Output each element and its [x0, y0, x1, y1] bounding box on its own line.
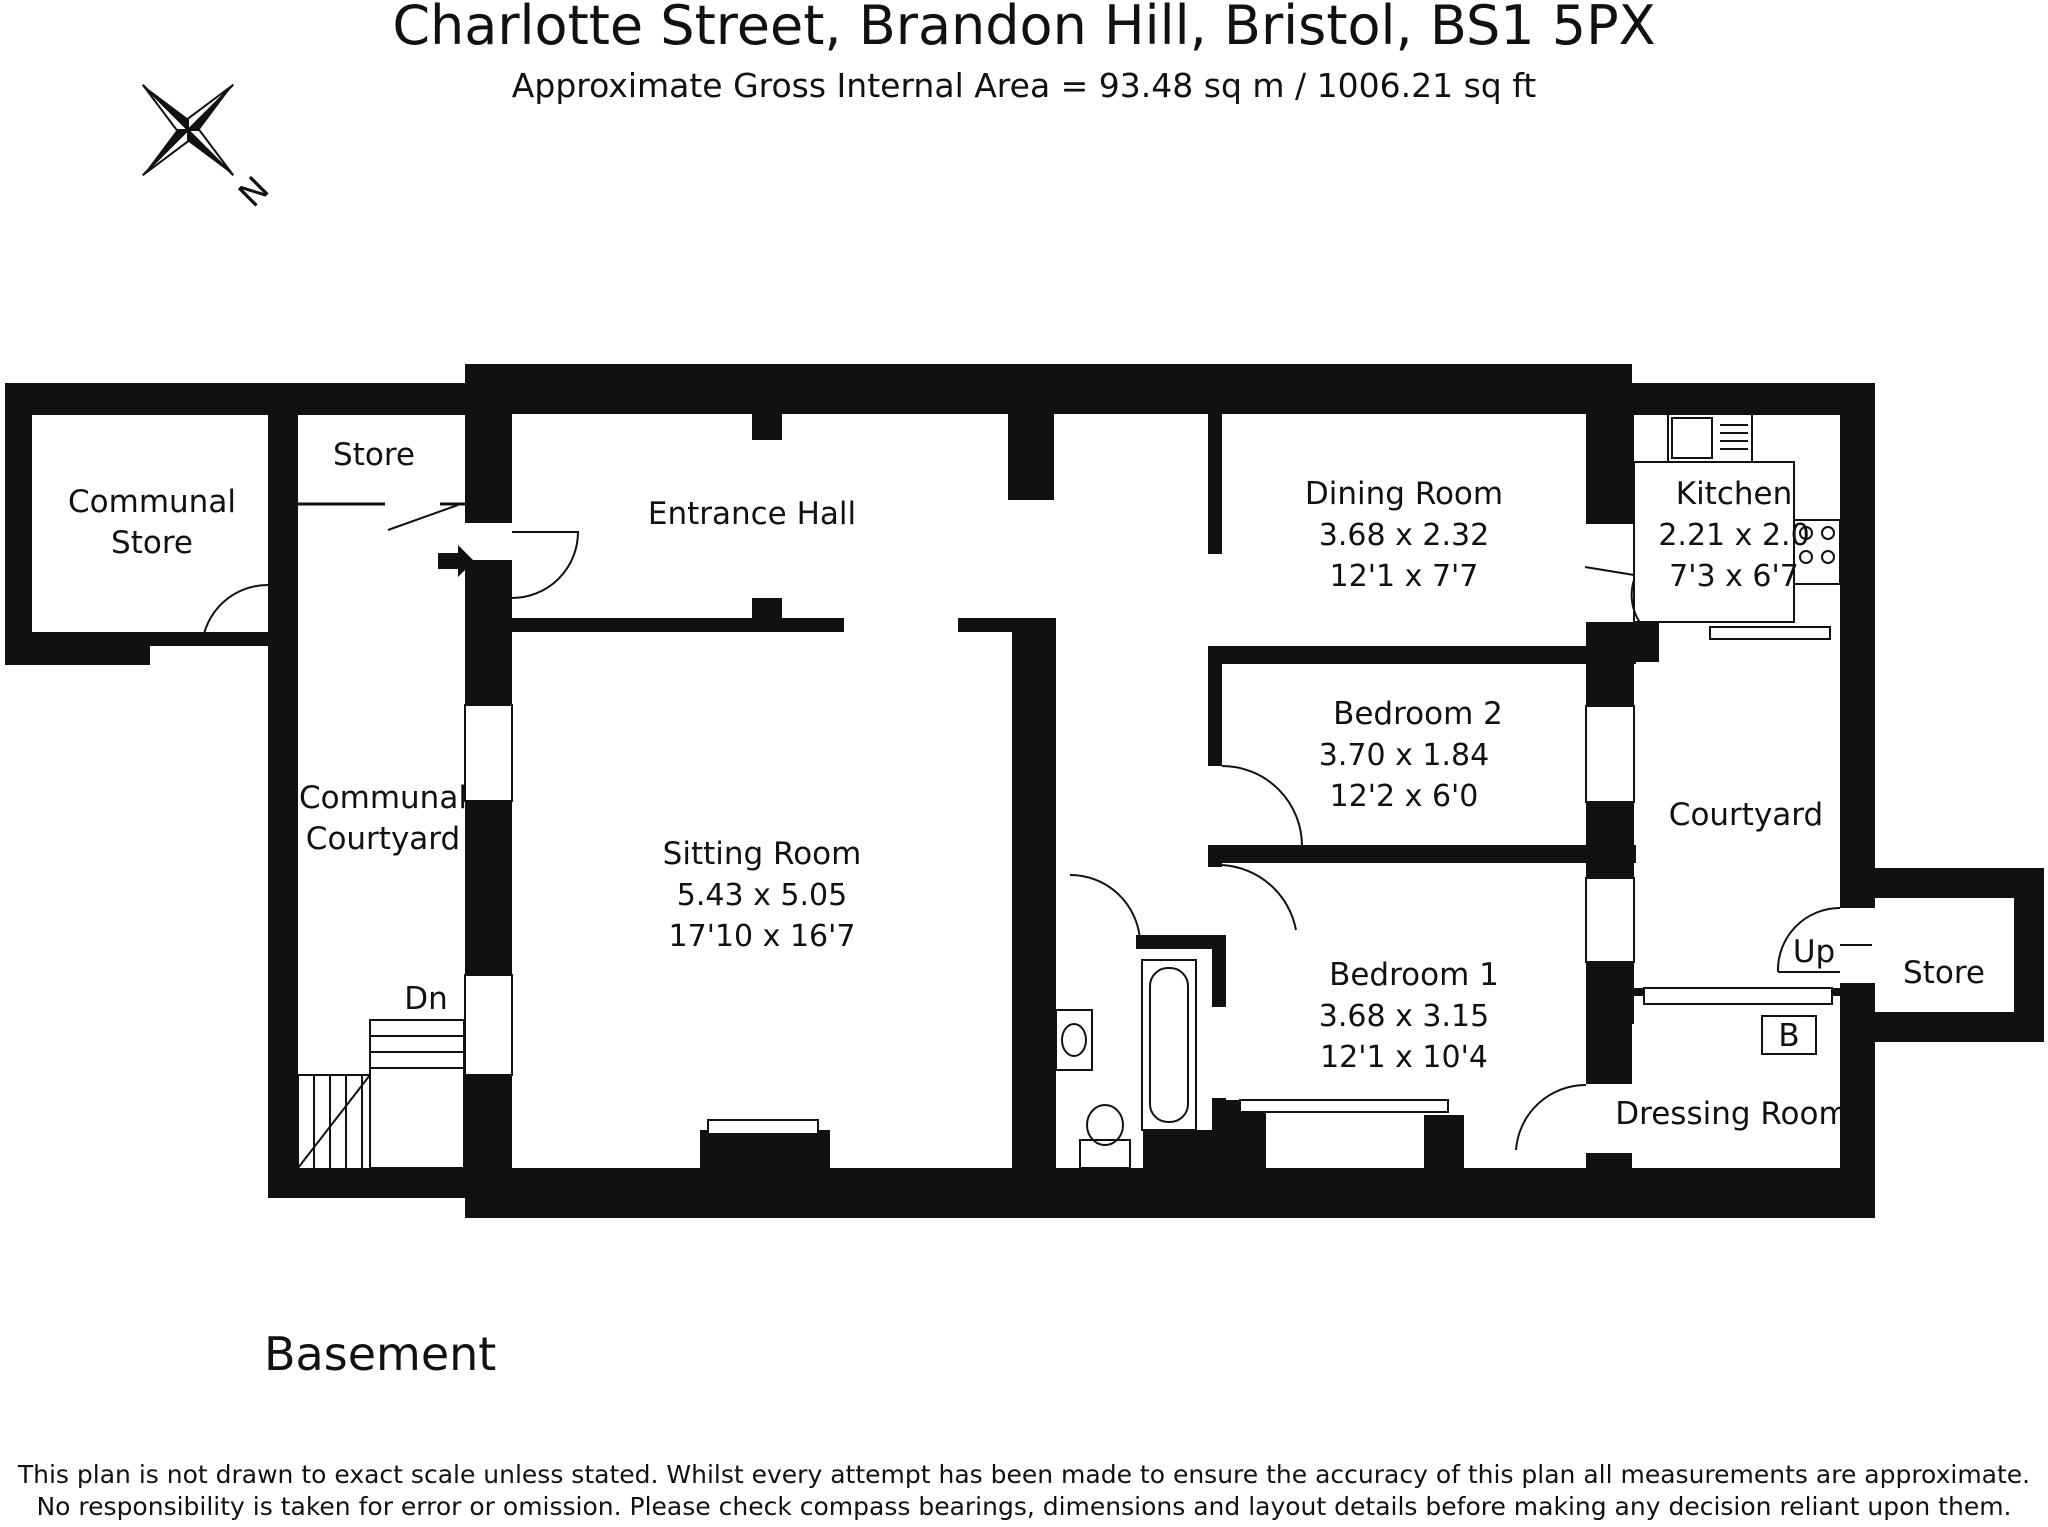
sitting-room-imperial: 17'10 x 16'7: [669, 919, 856, 954]
entry-arrow-icon: [438, 545, 474, 577]
sitting-room-label: Sitting Room: [663, 836, 862, 872]
bedroom-1-imperial: 12'1 x 10'4: [1320, 1040, 1488, 1075]
compass-rose-icon: [141, 83, 235, 177]
floor-label: Basement: [264, 1327, 497, 1381]
dining-room-metric: 3.68 x 2.32: [1319, 518, 1489, 553]
windows: [464, 626, 1833, 1135]
stairs-up-label: Up: [1793, 934, 1835, 970]
stairs-down-label: Dn: [404, 981, 448, 1017]
kitchen-label: Kitchen: [1676, 476, 1793, 512]
kitchen-metric: 2.21 x 2.0: [1658, 518, 1809, 553]
walls: [5, 364, 2044, 1218]
dressing-room-label: Dressing Room: [1615, 1096, 1848, 1132]
bathroom-fittings: [1055, 959, 1197, 1169]
bedroom-1-label: Bedroom 1: [1329, 957, 1499, 993]
communal-store-label-line1: Communal: [68, 484, 236, 520]
kitchen-fittings: [1633, 413, 1841, 623]
plan-title: Charlotte Street, Brandon Hill, Bristol,…: [392, 0, 1656, 57]
courtyard-label: Courtyard: [1669, 797, 1823, 833]
gross-area-subtitle: Approximate Gross Internal Area = 93.48 …: [511, 66, 1537, 105]
communal-courtyard-label-line1: Communal: [299, 780, 467, 816]
communal-courtyard-label-line2: Courtyard: [306, 821, 460, 857]
bedroom-2-imperial: 12'2 x 6'0: [1330, 779, 1479, 814]
boiler-cupboard: [1761, 1015, 1817, 1055]
disclaimer-line-2: No responsibility is taken for error or …: [36, 1492, 2012, 1521]
bedroom-2-metric: 3.70 x 1.84: [1319, 738, 1489, 773]
stairs-up: [1778, 944, 1872, 973]
doors: [201, 504, 1841, 1151]
dining-room-label: Dining Room: [1305, 476, 1503, 512]
sitting-room-metric: 5.43 x 5.05: [677, 878, 847, 913]
store-top-label: Store: [333, 437, 415, 473]
boiler-label: B: [1778, 1018, 1799, 1054]
stairs-down: [297, 1019, 465, 1169]
communal-store-label-line2: Store: [111, 525, 193, 561]
disclaimer-line-1: This plan is not drawn to exact scale un…: [17, 1460, 2031, 1489]
dining-room-imperial: 12'1 x 7'7: [1330, 559, 1479, 594]
bedroom-2-label: Bedroom 2: [1333, 696, 1503, 732]
compass-north-label: N: [231, 169, 277, 215]
entrance-hall-label: Entrance Hall: [648, 496, 856, 532]
store-right-label: Store: [1903, 955, 1985, 991]
bedroom-1-metric: 3.68 x 3.15: [1319, 999, 1489, 1034]
kitchen-imperial: 7'3 x 6'7: [1669, 559, 1799, 594]
